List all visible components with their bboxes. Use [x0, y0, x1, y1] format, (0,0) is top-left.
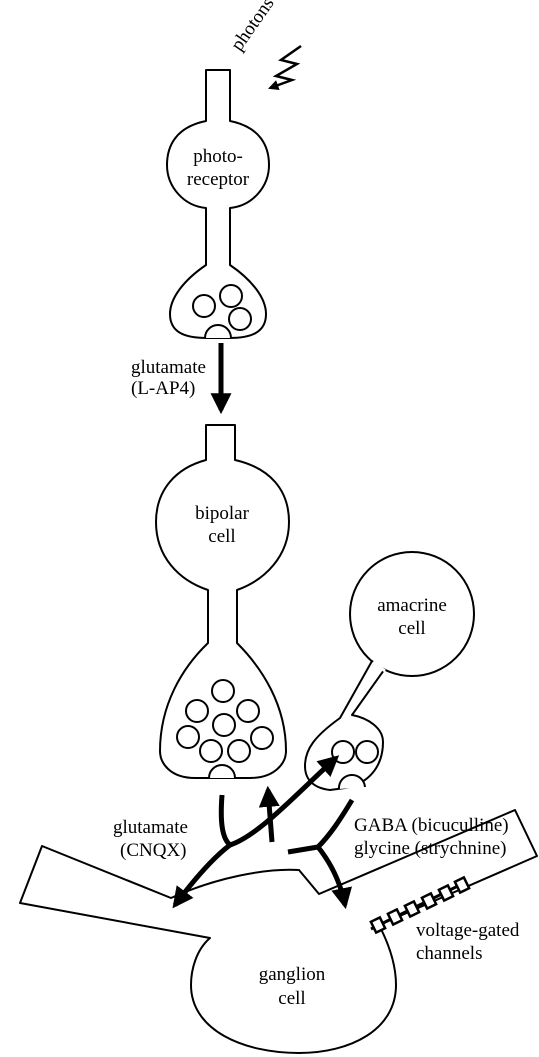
bipolar-vesicle	[186, 700, 208, 722]
photoreceptor-label-line2: receptor	[187, 169, 250, 190]
feedback-to-bipolar-arrow	[268, 790, 272, 842]
glutamate-bottom-label-line2: (CNQX)	[120, 840, 187, 861]
amacrine-feedback-arrow	[288, 847, 318, 852]
photoreceptor-vesicle	[229, 308, 251, 330]
bipolar-vesicle	[212, 680, 234, 702]
bipolar-vesicle	[237, 700, 259, 722]
amacrine-label-line2: cell	[398, 618, 425, 639]
photoreceptor-label-line1: photo-	[193, 146, 243, 167]
glutamate-bottom-label-line1: glutamate	[113, 817, 188, 838]
bipolar-vesicle	[200, 740, 222, 762]
photons-label: photons	[227, 0, 279, 55]
photoreceptor-vesicle	[193, 295, 215, 317]
ganglion-label-line1: ganglion	[259, 964, 326, 985]
bipolar-vesicle	[251, 727, 273, 749]
bipolar-stem-arrow	[221, 795, 230, 845]
amacrine-stem-arrow	[318, 800, 352, 847]
bipolar-vesicle	[177, 726, 199, 748]
bipolar-vesicle	[213, 714, 235, 736]
photon-zigzag	[270, 46, 301, 88]
amacrine-vesicle	[356, 741, 378, 763]
bipolar-label-line1: bipolar	[195, 503, 249, 524]
channels-label-line2: channels	[416, 943, 482, 964]
glycine-label: glycine (strychnine)	[354, 838, 506, 859]
gaba-label: GABA (bicuculline)	[354, 815, 509, 836]
channels-label-line1: voltage-gated	[416, 920, 520, 941]
glutamate-top-label-line1: glutamate	[131, 357, 206, 378]
photoreceptor-vesicle	[220, 285, 242, 307]
amacrine-label-line1: amacrine	[377, 595, 447, 616]
amacrine-cell-process	[305, 661, 384, 790]
ganglion-label-line2: cell	[278, 988, 305, 1009]
glutamate-top-label-line2: (L-AP4)	[131, 378, 195, 399]
photoreceptor-cell	[167, 70, 269, 338]
bipolar-label-line2: cell	[208, 526, 235, 547]
bipolar-vesicle	[228, 740, 250, 762]
